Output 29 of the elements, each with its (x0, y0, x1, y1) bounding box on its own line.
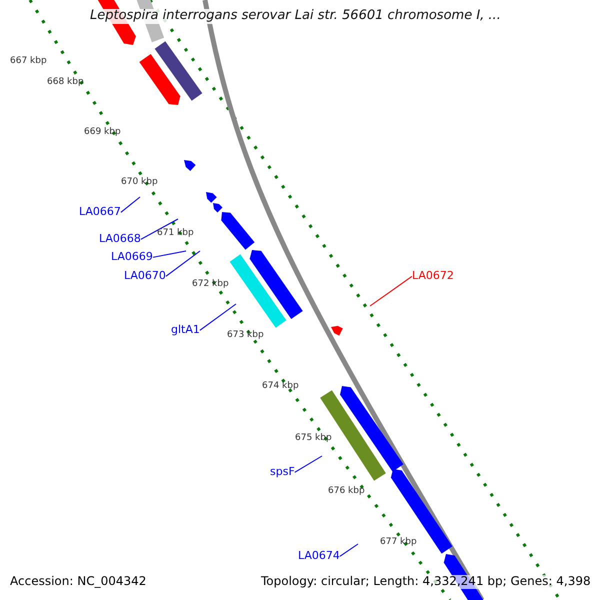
scale-label: 667 kbp (10, 56, 47, 66)
gene-label: LA0670 (124, 270, 166, 283)
gene-label: LA0674 (298, 550, 340, 563)
gene-label: spsF (270, 466, 295, 479)
scale-label: 676 kbp (328, 486, 365, 496)
info-text: Accession: NC_004342 (10, 575, 146, 589)
leader-line (199, 304, 236, 331)
leader-line (165, 250, 200, 277)
leader-line (120, 196, 140, 213)
leader-line (370, 276, 412, 306)
scale-label: 670 kbp (121, 177, 158, 188)
gene-label: LA0667 (79, 206, 121, 219)
leader-line (339, 544, 358, 557)
scale-label: 669 kbp (84, 127, 121, 138)
leader-line (140, 218, 178, 240)
gene-label: LA0668 (99, 233, 141, 246)
scale-label: 668 kbp (47, 77, 84, 88)
scale-label: 671 kbp (157, 228, 194, 238)
info-text: Topology: circular; Length: 4,332,241 bp; Genes: 4,398 (261, 575, 591, 589)
leader-line (152, 250, 186, 258)
gene-label: LA0669 (111, 251, 153, 264)
scale-label: 675 kbp (295, 433, 332, 444)
gene-label: gltA1 (171, 324, 200, 337)
scale-label: 677 kbp (380, 537, 417, 548)
gene-label: LA0672 (412, 270, 454, 283)
scale-label: 673 kbp (227, 330, 264, 340)
leader-line (294, 456, 322, 473)
scale-label: 672 kbp (192, 279, 229, 290)
scale-label: 674 kbp (262, 381, 299, 392)
